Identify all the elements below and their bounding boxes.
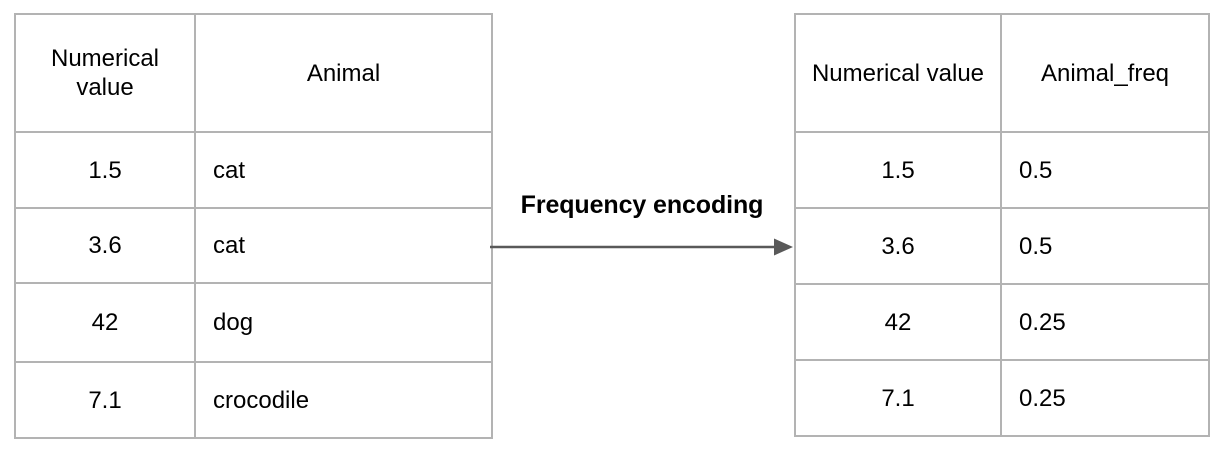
cell-numerical-value: 3.6 [794, 207, 1002, 285]
table-row: 1.5 cat [14, 131, 493, 209]
encoded-table: Numerical value Animal_freq 1.5 0.5 3.6 … [794, 13, 1210, 437]
table-row: 7.1 crocodile [14, 361, 493, 439]
column-header-numerical-value: Numerical value [794, 13, 1002, 133]
column-header-animal-freq: Animal_freq [1000, 13, 1210, 133]
cell-numerical-value: 42 [794, 283, 1002, 361]
cell-animal-freq: 0.25 [1000, 359, 1210, 437]
table-row: 42 dog [14, 282, 493, 363]
cell-numerical-value: 7.1 [794, 359, 1002, 437]
transform-label: Frequency encoding [520, 191, 764, 219]
cell-numerical-value: 1.5 [14, 131, 196, 209]
table-row: 42 0.25 [794, 283, 1210, 361]
table-row: 1.5 0.5 [794, 131, 1210, 209]
table-header-row: Numerical value Animal_freq [794, 13, 1210, 133]
cell-animal-freq: 0.25 [1000, 283, 1210, 361]
right-arrow-icon [490, 238, 793, 256]
table-row: 3.6 cat [14, 207, 493, 284]
cell-animal-freq: 0.5 [1000, 207, 1210, 285]
table-row: 3.6 0.5 [794, 207, 1210, 285]
table-header-row: Numerical value Animal [14, 13, 493, 133]
cell-animal: cat [194, 207, 493, 284]
transform-group: Frequency encoding [488, 190, 796, 262]
column-header-numerical-value: Numerical value [14, 13, 196, 133]
table-row: 7.1 0.25 [794, 359, 1210, 437]
cell-animal-freq: 0.5 [1000, 131, 1210, 209]
cell-numerical-value: 1.5 [794, 131, 1002, 209]
cell-animal: dog [194, 282, 493, 363]
cell-numerical-value: 42 [14, 282, 196, 363]
column-header-animal: Animal [194, 13, 493, 133]
source-table: Numerical value Animal 1.5 cat 3.6 cat 4… [14, 13, 493, 439]
cell-animal: crocodile [194, 361, 493, 439]
cell-numerical-value: 3.6 [14, 207, 196, 284]
cell-animal: cat [194, 131, 493, 209]
cell-numerical-value: 7.1 [14, 361, 196, 439]
